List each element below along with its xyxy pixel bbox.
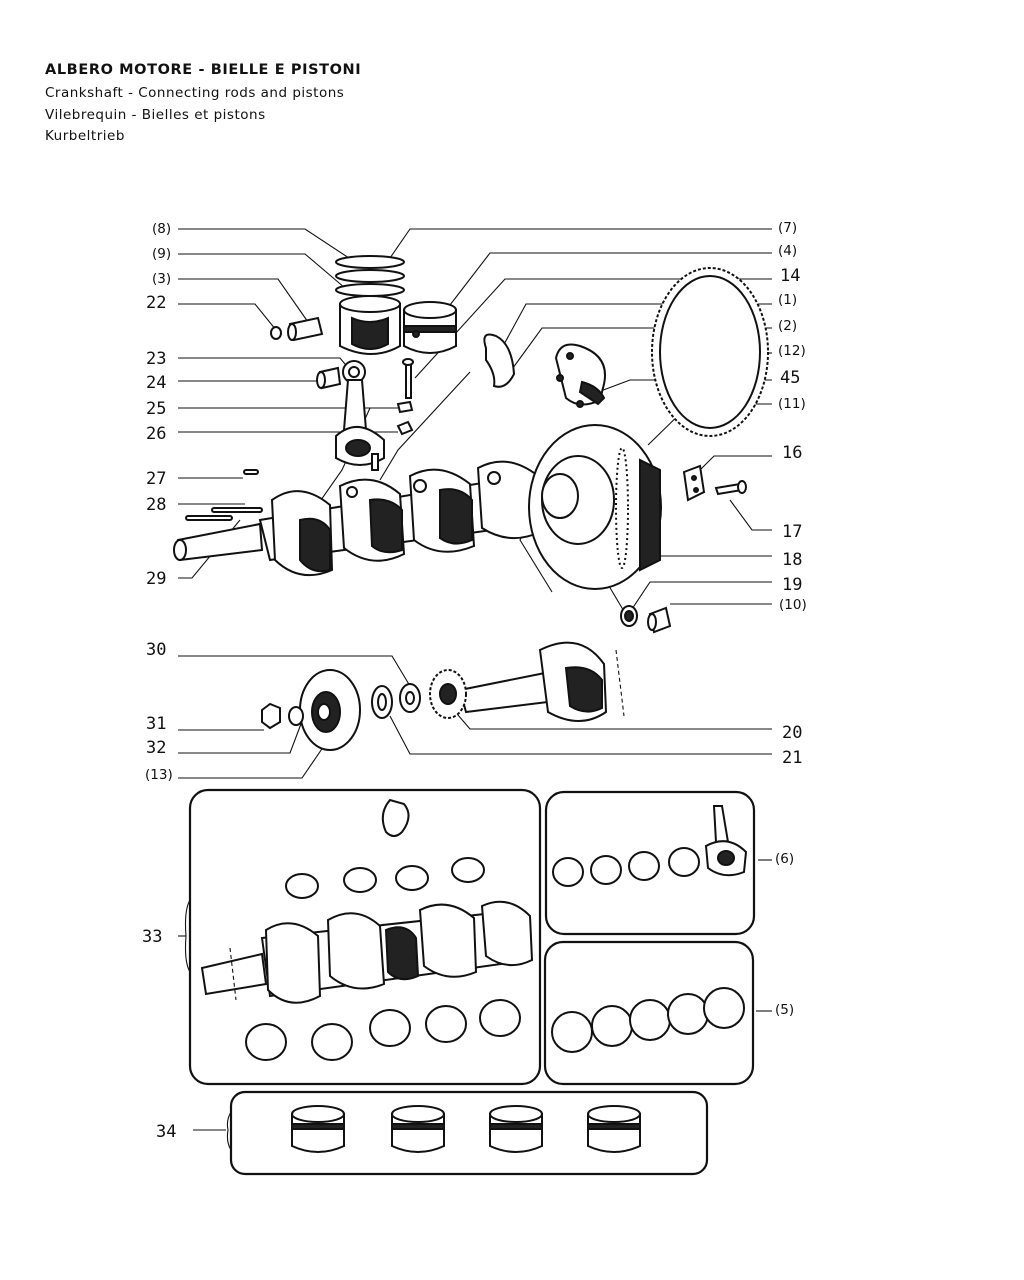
callout-label: 28 <box>146 495 166 515</box>
piston-pin <box>287 316 324 342</box>
crankshaft-keys-pair <box>185 507 263 521</box>
kit-5-main-bearing-shells <box>551 987 745 1053</box>
callout-label: 34 <box>156 1122 176 1142</box>
kit-33-bearing-shells-lower <box>245 999 521 1061</box>
small-end-bush <box>316 366 342 390</box>
crankshaft-key <box>243 469 259 475</box>
crankshaft <box>173 460 568 577</box>
pulley-nut <box>261 702 281 730</box>
bracket-33 <box>184 899 191 973</box>
callout-label: (11) <box>778 396 806 412</box>
callout-label: (10) <box>779 597 807 613</box>
title-block: ALBERO MOTORE - BIELLE E PISTONI Cranksh… <box>45 62 361 148</box>
kit-6-connecting-rod <box>704 805 748 877</box>
callout-label: (5) <box>775 1002 794 1018</box>
rod-nut <box>396 420 414 436</box>
starter-ring-gear <box>651 267 769 437</box>
callout-label: 32 <box>146 738 166 758</box>
flywheel <box>528 424 662 590</box>
circlip <box>270 326 282 340</box>
kit-33-bearing-shells-upper <box>285 857 485 899</box>
rod-bolt <box>402 358 414 399</box>
lock-washer <box>288 706 304 726</box>
subtitle-english: Crankshaft - Connecting rods and pistons <box>45 85 345 101</box>
lock-plate <box>396 400 414 414</box>
flywheel-lock-plate <box>682 464 706 502</box>
crankshaft-front-end <box>458 641 625 722</box>
callout-label: (6) <box>775 851 794 867</box>
callout-label: 33 <box>142 927 162 947</box>
pilot-bearing-seal <box>620 605 638 627</box>
callout-label: (4) <box>778 243 797 259</box>
piston-ring-set <box>335 255 405 297</box>
callout-label: 20 <box>782 723 802 743</box>
callout-label: 21 <box>782 748 802 768</box>
callout-label: 23 <box>146 349 166 369</box>
bracket-34 <box>226 1111 232 1151</box>
callout-label: 14 <box>780 266 800 286</box>
callout-label: (2) <box>778 318 797 334</box>
callout-label: (7) <box>778 220 797 236</box>
callout-label: (3) <box>152 271 171 287</box>
page-title: ALBERO MOTORE - BIELLE E PISTONI <box>45 62 362 78</box>
callout-label: 25 <box>146 399 166 419</box>
callout-label: (1) <box>778 292 797 308</box>
subtitle-french: Vilebrequin - Bielles et pistons <box>45 106 266 123</box>
kit-box-33 <box>188 788 542 1086</box>
seal-retainer <box>554 343 606 408</box>
piston-cutaway <box>339 295 401 355</box>
callout-label: 27 <box>146 469 166 489</box>
connecting-rod <box>335 360 385 471</box>
callout-label: 17 <box>782 522 802 542</box>
callout-label: 30 <box>146 640 166 660</box>
callout-label: 29 <box>146 569 166 589</box>
kit-33-crankshaft <box>200 900 534 1004</box>
thrust-washer <box>483 333 516 388</box>
subtitle-german: Kurbeltrieb <box>45 128 125 144</box>
callout-label: 18 <box>782 550 802 570</box>
piston <box>403 301 457 354</box>
callout-label: (8) <box>152 221 171 237</box>
kit-6-rod-bearing-shells <box>552 847 700 887</box>
oil-slinger <box>399 683 421 713</box>
callout-label: 24 <box>146 373 166 393</box>
kit-box-5 <box>543 940 755 1086</box>
crankshaft-pulley <box>299 669 361 751</box>
kit-box-34 <box>229 1090 709 1176</box>
flywheel-bolt <box>714 480 747 496</box>
callout-label: 16 <box>782 443 802 463</box>
timing-gear <box>429 669 467 719</box>
washer <box>371 685 393 719</box>
kit-33-thrust-washer <box>381 798 410 837</box>
callout-label: 26 <box>146 424 166 444</box>
callout-label: 19 <box>782 575 802 595</box>
pilot-bush <box>647 606 672 634</box>
kit-34-pistons <box>291 1105 641 1153</box>
callout-label: (12) <box>778 343 806 359</box>
callout-label: (9) <box>152 246 171 262</box>
callout-label: 45 <box>780 368 800 388</box>
callout-label: (13) <box>145 767 173 783</box>
callout-label: 31 <box>146 714 166 734</box>
kit-box-6 <box>544 790 756 936</box>
callout-label: 22 <box>146 293 166 313</box>
